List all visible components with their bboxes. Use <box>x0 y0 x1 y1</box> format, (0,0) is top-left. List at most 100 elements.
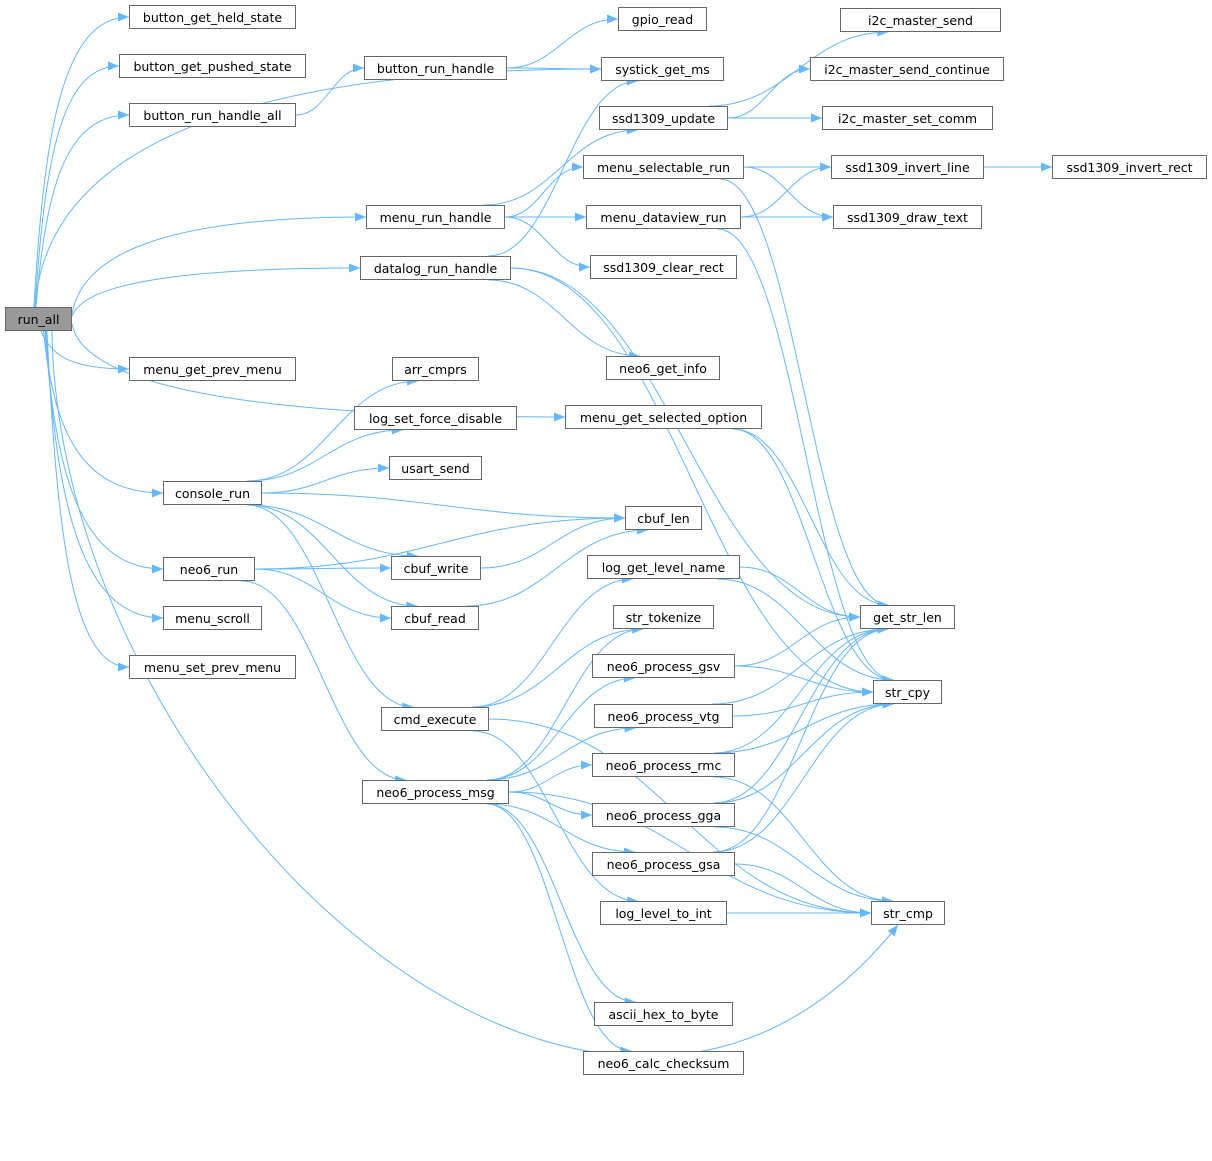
node-ssd1309-invert-rect[interactable]: ssd1309_invert_rect <box>1052 155 1207 179</box>
edge-run-all-to-console-run <box>42 330 164 494</box>
edge-neo6-process-vtg-to-str-cpy <box>732 691 874 717</box>
node-button-run-handle-all[interactable]: button_run_handle_all <box>129 103 296 127</box>
node-get-str-len[interactable]: get_str_len <box>860 605 955 629</box>
node-log-get-level-name[interactable]: log_get_level_name <box>587 555 740 579</box>
node-neo6-get-info[interactable]: neo6_get_info <box>606 356 720 380</box>
arrowhead-icon <box>353 63 364 73</box>
edge-neo6-process-msg-to-str-tokenize <box>486 628 644 781</box>
node-menu-get-prev-menu[interactable]: menu_get_prev_menu <box>129 357 296 381</box>
node-i2c-master-set-comm[interactable]: i2c_master_set_comm <box>822 106 993 130</box>
node-neo6-process-vtg[interactable]: neo6_process_vtg <box>594 704 733 728</box>
edge-cmd-execute-to-str-tokenize <box>472 628 644 708</box>
node-str-cmp[interactable]: str_cmp <box>871 901 945 925</box>
edge-console-run-to-log-set-force-disable <box>247 429 403 482</box>
node-menu-scroll[interactable]: menu_scroll <box>163 606 262 630</box>
edge-button-run-handle-to-systick-get-ms <box>506 67 602 70</box>
arrowhead-icon <box>380 613 391 623</box>
node-ssd1309-draw-text[interactable]: ssd1309_draw_text <box>833 205 982 229</box>
node-button-get-held-state[interactable]: button_get_held_state <box>129 5 296 29</box>
edge-menu-run-handle-to-ssd1309-clear-rect <box>504 216 591 268</box>
arrowhead-icon <box>799 64 810 74</box>
arrowhead-icon <box>1041 162 1052 172</box>
node-run-all[interactable]: run_all <box>5 307 72 331</box>
node-log-level-to-int[interactable]: log_level_to_int <box>600 901 727 925</box>
node-str-cpy[interactable]: str_cpy <box>873 680 942 704</box>
node-cbuf-len[interactable]: cbuf_len <box>625 506 702 530</box>
edge-neo6-process-msg-to-ascii-hex-to-byte <box>486 803 636 1003</box>
node-menu-selectable-run[interactable]: menu_selectable_run <box>583 155 744 179</box>
arrowhead-icon <box>614 513 625 523</box>
node-neo6-calc-checksum[interactable]: neo6_calc_checksum <box>583 1051 744 1075</box>
node-ssd1309-invert-line[interactable]: ssd1309_invert_line <box>831 155 984 179</box>
edge-menu-run-handle-to-menu-selectable-run <box>504 166 584 218</box>
node-arr-cmprs[interactable]: arr_cmprs <box>392 357 479 381</box>
node-i2c-master-send[interactable]: i2c_master_send <box>840 8 1001 32</box>
arrowhead-icon <box>355 212 366 222</box>
edge-run-all-to-menu-get-prev-menu <box>40 330 130 370</box>
arrowhead-icon <box>590 64 601 74</box>
node-cmd-execute[interactable]: cmd_execute <box>381 707 489 731</box>
node-menu-set-prev-menu[interactable]: menu_set_prev_menu <box>129 655 296 679</box>
edge-menu-dataview-run-to-ssd1309-invert-line <box>740 166 832 218</box>
edge-datalog-run-handle-to-get-str-len <box>510 267 861 618</box>
edge-run-all-to-menu-set-prev-menu <box>46 330 130 668</box>
arrowhead-icon <box>575 212 586 222</box>
edge-neo6-process-gsa-to-str-cmp <box>734 863 872 914</box>
arrowhead-icon <box>862 687 873 697</box>
node-neo6-run[interactable]: neo6_run <box>163 557 255 581</box>
edge-ssd1309-update-to-i2c-master-send <box>708 31 889 107</box>
edge-neo6-process-gsa-to-get-str-len <box>713 628 889 853</box>
edge-neo6-process-gga-to-str-cpy <box>713 703 894 804</box>
arrowhead-icon <box>118 12 129 22</box>
node-cbuf-write[interactable]: cbuf_write <box>391 556 481 580</box>
edge-run-all-to-button-get-pushed-state <box>34 65 120 308</box>
node-neo6-process-msg[interactable]: neo6_process_msg <box>362 780 509 804</box>
node-ssd1309-update[interactable]: ssd1309_update <box>599 106 728 130</box>
node-neo6-process-gga[interactable]: neo6_process_gga <box>592 803 735 827</box>
node-neo6-process-gsv[interactable]: neo6_process_gsv <box>592 654 735 678</box>
edge-datalog-run-handle-to-neo6-get-info <box>488 279 641 357</box>
node-neo6-process-gsa[interactable]: neo6_process_gsa <box>592 852 735 876</box>
node-neo6-process-rmc[interactable]: neo6_process_rmc <box>592 753 735 777</box>
node-button-get-pushed-state[interactable]: button_get_pushed_state <box>119 54 306 78</box>
edge-neo6-run-to-cbuf-len <box>254 517 626 570</box>
node-gpio-read[interactable]: gpio_read <box>618 7 707 31</box>
node-datalog-run-handle[interactable]: datalog_run_handle <box>360 256 511 280</box>
edge-run-all-to-menu-run-handle <box>71 216 367 314</box>
node-button-run-handle[interactable]: button_run_handle <box>364 56 507 80</box>
arrowhead-icon <box>152 613 163 623</box>
node-ssd1309-clear-rect[interactable]: ssd1309_clear_rect <box>590 255 737 279</box>
edge-menu-selectable-run-to-get-str-len <box>719 178 889 606</box>
arrowhead-icon <box>378 463 389 473</box>
node-str-tokenize[interactable]: str_tokenize <box>613 605 714 629</box>
edge-log-get-level-name-to-str-cpy <box>717 578 894 681</box>
edge-menu-get-selected-option-to-str-cpy <box>732 428 894 681</box>
node-menu-dataview-run[interactable]: menu_dataview_run <box>586 205 741 229</box>
node-menu-get-selected-option[interactable]: menu_get_selected_option <box>565 405 762 429</box>
edge-neo6-process-gsa-to-str-cpy <box>713 703 894 853</box>
edge-neo6-process-gga-to-str-cmp <box>713 826 894 902</box>
edge-datalog-run-handle-to-systick-get-ms <box>488 80 638 257</box>
node-menu-run-handle[interactable]: menu_run_handle <box>366 205 505 229</box>
edge-cbuf-write-to-cbuf-len <box>480 517 626 569</box>
node-i2c-master-send-continue[interactable]: i2c_master_send_continue <box>810 57 1004 81</box>
node-cbuf-read[interactable]: cbuf_read <box>391 606 479 630</box>
arrowhead-icon <box>887 925 898 937</box>
node-console-run[interactable]: console_run <box>163 481 262 505</box>
edge-menu-selectable-run-to-ssd1309-draw-text <box>743 166 834 218</box>
edge-neo6-process-msg-to-neo6-process-gga <box>508 791 593 816</box>
arrowhead-icon <box>849 612 860 622</box>
node-log-set-force-disable[interactable]: log_set_force_disable <box>354 406 517 430</box>
edge-console-run-to-cbuf-write <box>247 504 419 557</box>
edge-neo6-process-rmc-to-get-str-len <box>713 628 889 754</box>
arrowhead-icon <box>349 263 360 273</box>
arrowhead-icon <box>118 110 129 120</box>
node-usart-send[interactable]: usart_send <box>389 456 482 480</box>
node-systick-get-ms[interactable]: systick_get_ms <box>601 57 724 81</box>
arrowhead-icon <box>554 412 565 422</box>
edge-run-all-to-button-run-handle-all <box>35 114 130 308</box>
node-ascii-hex-to-byte[interactable]: ascii_hex_to_byte <box>594 1002 733 1026</box>
arrowhead-icon <box>152 564 163 574</box>
edge-neo6-process-msg-to-neo6-process-gsa <box>486 803 635 853</box>
